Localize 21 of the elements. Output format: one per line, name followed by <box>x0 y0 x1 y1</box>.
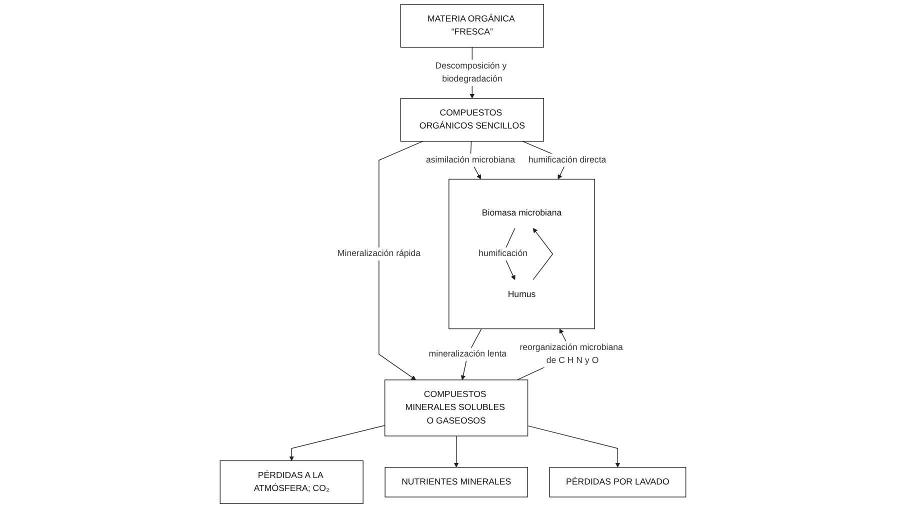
node-box: COMPUESTOS MINERALES SOLUBLES O GASEOSOS <box>384 380 528 436</box>
edge-label: mineralización lenta <box>428 349 507 359</box>
arrow <box>378 140 424 380</box>
node-text: Humus <box>508 290 536 300</box>
arrow <box>454 436 459 468</box>
node-text: Biomasa microbiana <box>482 208 562 218</box>
edge-label: Mineralización rápida <box>337 249 421 258</box>
node-box: PÉRDIDAS POR LAVADO <box>549 466 686 498</box>
node-box: MATERIA ORGÁNICA “FRESCA” <box>400 4 544 48</box>
cluster <box>448 178 595 330</box>
arrow <box>527 425 620 468</box>
node-box: COMPUESTOS ORGÁNICOS SENCILLOS <box>400 98 544 142</box>
arrow <box>289 425 386 461</box>
edge-label: Descomposición y biodegradación <box>435 61 507 84</box>
edge-label: reorganización microbiana de C H N y O <box>520 342 623 366</box>
arrow <box>532 228 554 280</box>
node-box: NUTRIENTES MINERALES <box>384 466 528 498</box>
edge-label: humificación directa <box>528 155 606 165</box>
edge-label: asimilación microbiana <box>426 155 515 165</box>
edge-label: humificación <box>478 249 528 258</box>
node-box: PÉRDIDAS A LA ATMÓSFERA; CO₂ <box>220 460 364 504</box>
